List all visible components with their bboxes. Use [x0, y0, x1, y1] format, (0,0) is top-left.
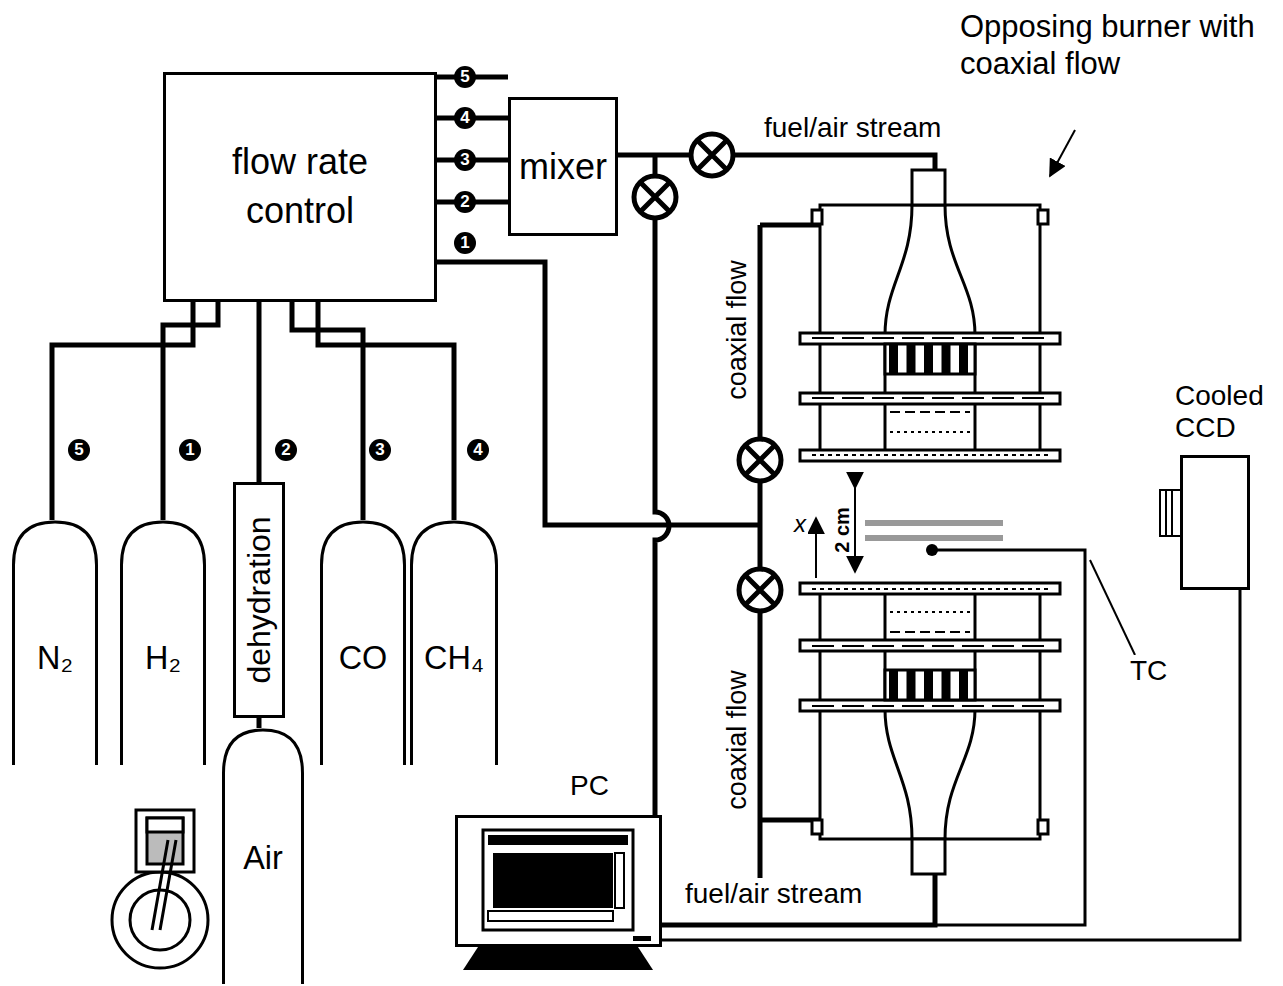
title-note: Opposing burner with coaxial flow: [958, 8, 1283, 82]
pipe-connector: [163, 302, 218, 520]
plate: [865, 523, 1003, 538]
gas-cylinder: N₂: [12, 520, 98, 765]
pipe-connector: [257, 302, 262, 482]
leader-line: [1050, 130, 1075, 176]
thermocouple-junction: [926, 544, 938, 556]
node-label: Air: [222, 840, 304, 877]
callout-number: 3: [369, 439, 391, 461]
axis-label: x: [792, 510, 808, 538]
gas-cylinder: H₂: [120, 520, 206, 765]
part-label: TC: [1128, 655, 1169, 687]
node-label: Cooled CCD: [1175, 380, 1265, 444]
pump: [112, 810, 208, 968]
callout-number: 1: [179, 439, 201, 461]
callout-number: 5: [68, 439, 90, 461]
control-box: flow rate control: [163, 72, 437, 302]
ccd-camera: Cooled CCD: [1180, 455, 1250, 590]
monitor-outline: [458, 818, 659, 944]
node-label: PC: [570, 770, 609, 802]
stream-label: fuel/air stream: [683, 878, 864, 910]
flow-label: coaxial flow: [722, 668, 753, 812]
valve-symbol: [634, 134, 781, 611]
pipe-connector: [318, 302, 454, 520]
callout-number: 2: [454, 191, 476, 213]
node-label: dehydration: [241, 516, 278, 683]
gas-cylinder: CO: [320, 520, 406, 765]
leader-line: [1090, 560, 1135, 655]
pipe-connector: [52, 302, 193, 520]
stream-label: fuel/air stream: [762, 112, 943, 144]
burner: [800, 170, 1060, 461]
computer: PC: [455, 815, 662, 947]
node-label: CH₄: [410, 640, 498, 677]
node-label: mixer: [519, 146, 607, 188]
gas-cylinder: CH₄: [410, 520, 498, 765]
callout-number: 2: [275, 439, 297, 461]
mixer-box: mixer: [508, 97, 618, 236]
node-label: H₂: [120, 640, 206, 677]
pipe-connector: [292, 302, 363, 520]
pipe-connector: [257, 718, 262, 728]
pipe-connector: [662, 590, 1240, 940]
flow-label: coaxial flow: [722, 258, 753, 402]
dimension-label: 2 cm: [831, 505, 854, 555]
node-label: N₂: [12, 640, 98, 677]
air-cylinder: Air: [222, 728, 304, 984]
callout-number: 4: [467, 439, 489, 461]
node-label: flow rate control: [205, 138, 395, 235]
callout-number: 3: [454, 149, 476, 171]
node-label: CO: [320, 640, 406, 677]
camera-lens: [1160, 490, 1182, 536]
gas-pipes: [437, 155, 1085, 925]
callout-number: 5: [454, 66, 476, 88]
dehydration-unit: dehydration: [233, 482, 285, 718]
dimension-arrow: [816, 488, 855, 578]
callout-number: 4: [454, 107, 476, 129]
callout-number: 1: [454, 232, 476, 254]
